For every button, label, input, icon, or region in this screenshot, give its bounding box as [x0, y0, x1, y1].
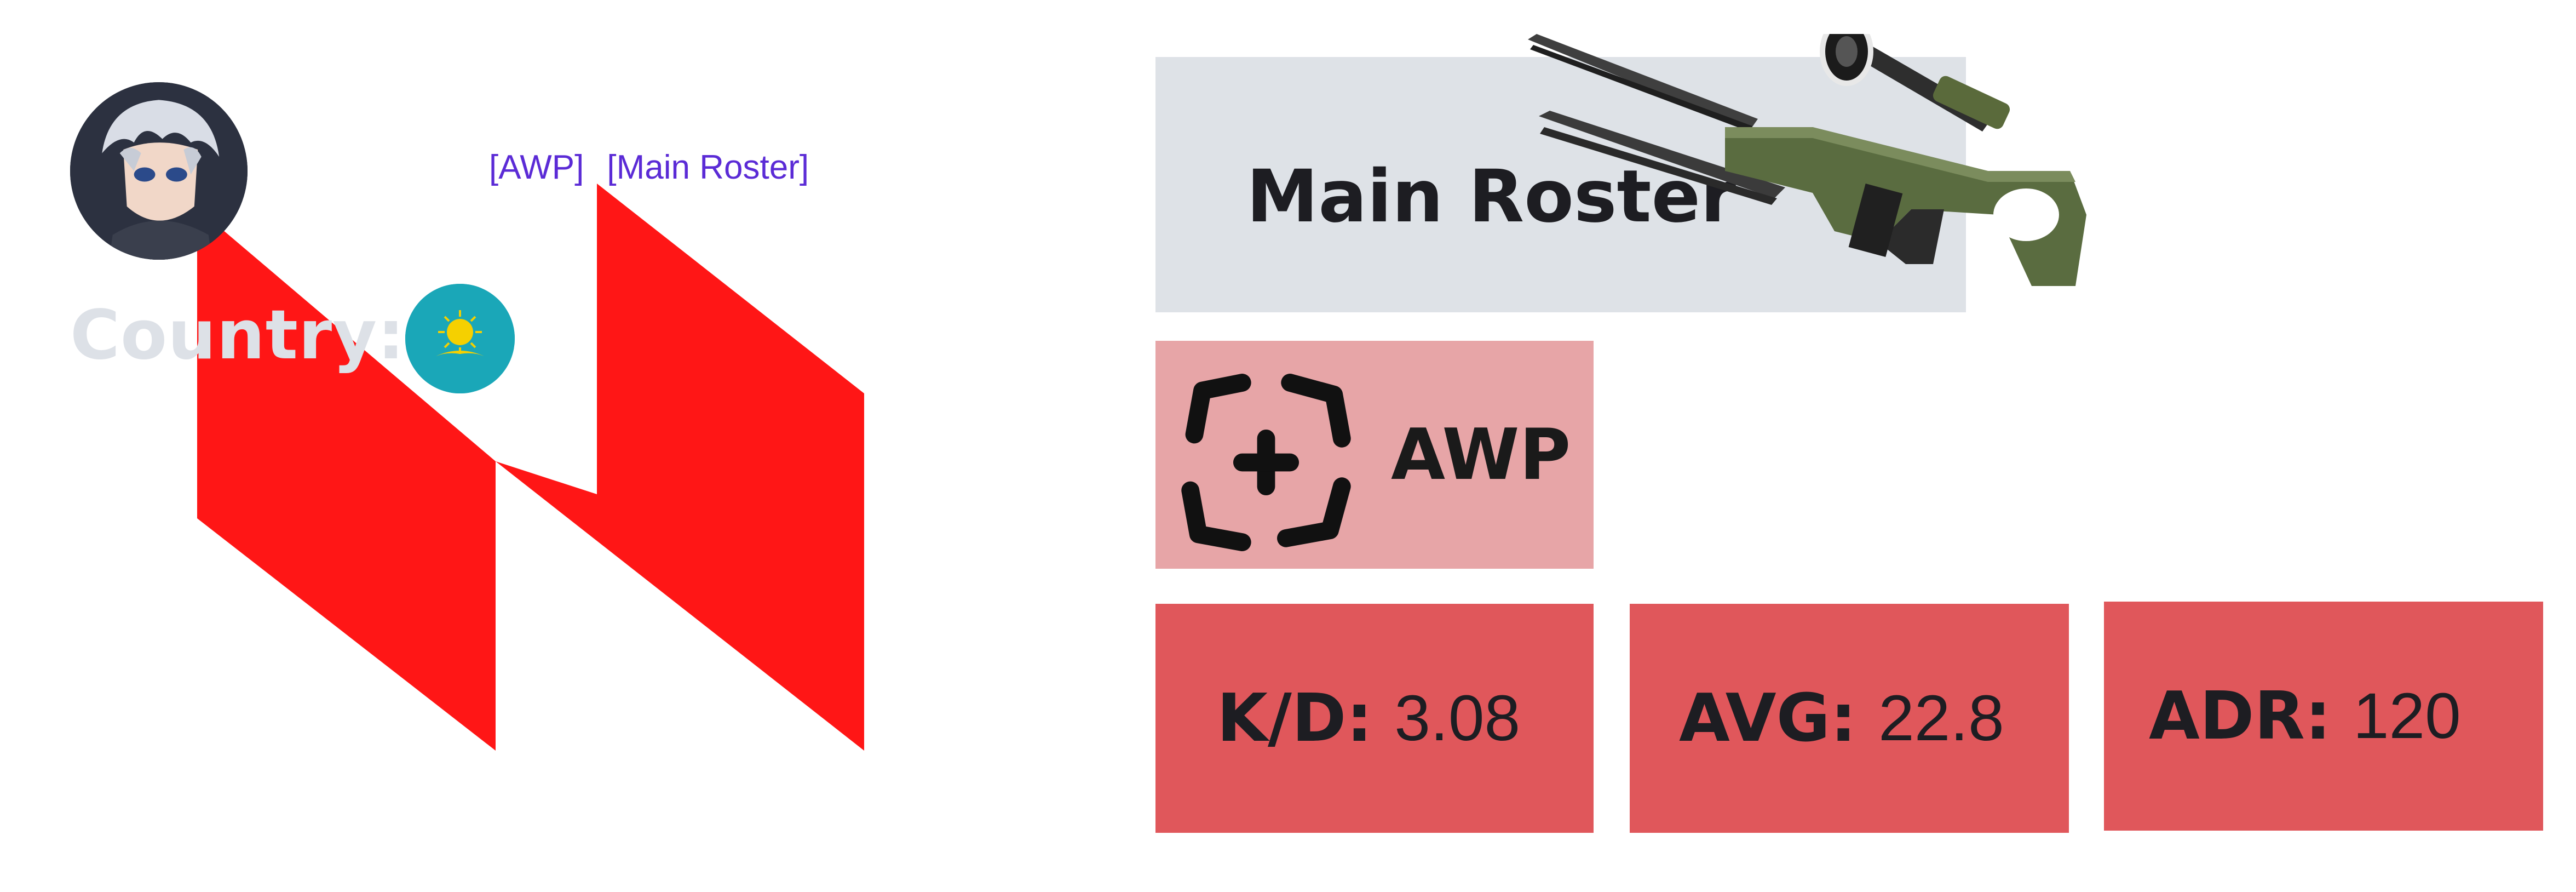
avatar [70, 82, 248, 260]
awp-rifle-image [1528, 34, 2086, 286]
stat-card-avg: AVG: 22.8 [1630, 604, 2069, 833]
kazakhstan-flag-icon [405, 284, 515, 393]
stat-label: AVG: [1679, 680, 1857, 757]
player-tags: [AWP] [Main Roster] [489, 148, 832, 187]
stat-card-kd: K/D: 3.08 [1155, 604, 1594, 833]
country-label: Country: [70, 296, 405, 375]
stat-value: 120 [2353, 680, 2461, 752]
role-label: AWP [1391, 414, 1571, 496]
tag-roster: [Main Roster] [607, 148, 809, 186]
crosshair-icon [1181, 374, 1351, 551]
stat-value: 3.08 [1394, 682, 1521, 754]
stat-card-adr: ADR: 120 [2104, 602, 2543, 831]
stat-value: 22.8 [1878, 682, 2004, 754]
tag-role: [AWP] [489, 148, 584, 186]
stat-label: ADR: [2149, 678, 2331, 754]
stat-label: K/D: [1217, 680, 1373, 757]
